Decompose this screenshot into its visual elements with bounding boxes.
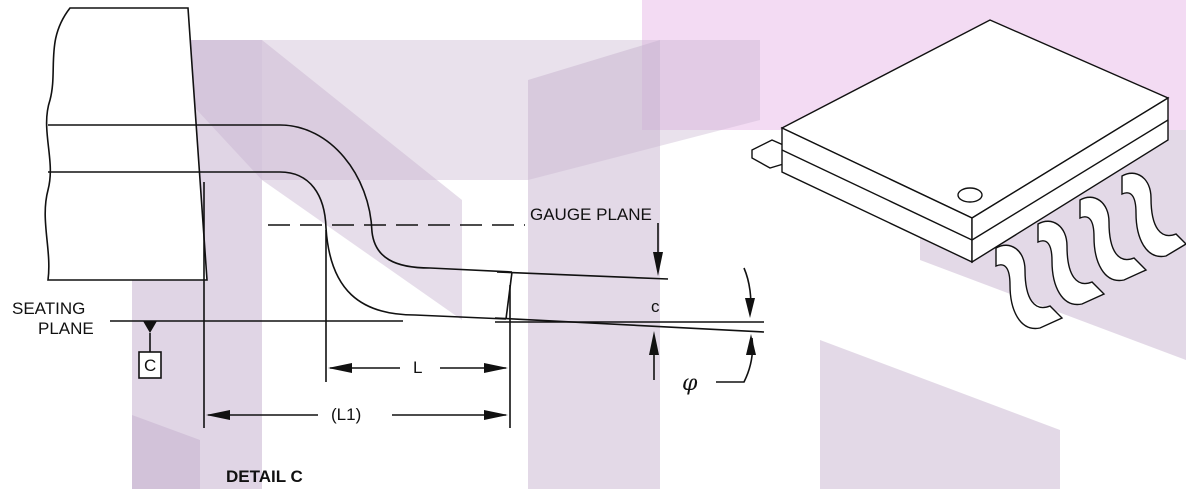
angle-arrow-lower xyxy=(746,334,756,355)
dim-l-arrow-right xyxy=(484,363,508,373)
angle-arrow-upper xyxy=(745,298,755,318)
datum-c-box xyxy=(138,351,162,379)
watermark-diagonal-top xyxy=(262,40,760,180)
watermark-diagonal-left xyxy=(132,40,462,320)
package-edge-mid-side xyxy=(971,119,1169,241)
watermark-bottom-left xyxy=(132,415,200,489)
lead-bottom-extension xyxy=(494,317,765,333)
seating-plane-label-line1: SEATING xyxy=(12,299,86,318)
gauge-leader-arrow xyxy=(653,252,663,276)
watermark-center-bar xyxy=(528,40,660,489)
dim-c-arrow xyxy=(649,331,659,355)
dim-l-label: L xyxy=(413,358,423,377)
dim-l-arrow-left xyxy=(328,363,352,373)
seating-plane-label-line2: PLANE xyxy=(38,319,94,338)
seating-plane-triangle xyxy=(143,321,157,333)
gauge-plane-label: GAUGE PLANE xyxy=(530,205,652,224)
pin1-dot xyxy=(957,187,983,203)
angle-arc-lower xyxy=(716,337,754,383)
dim-l1-label: (L1) xyxy=(331,405,362,424)
pin-lead-2 xyxy=(1037,220,1106,306)
package-edge-mid xyxy=(781,149,973,241)
datum-c-label: C xyxy=(144,356,157,375)
package-body xyxy=(44,7,208,281)
lead-top-extension xyxy=(496,271,669,280)
pin-lead-1 xyxy=(995,244,1064,330)
watermark-bottom-right xyxy=(820,340,1060,489)
pin-lead-3 xyxy=(1079,196,1148,282)
package-3d-view xyxy=(751,19,1186,330)
pin-lead-4 xyxy=(1121,172,1186,258)
dim-l1-arrow-left xyxy=(206,410,230,420)
angle-phi-label: φ xyxy=(682,371,698,396)
detail-c-title: DETAIL C xyxy=(226,467,303,486)
dim-l1-arrow-right xyxy=(484,410,508,420)
dim-c-label: c xyxy=(651,297,660,316)
